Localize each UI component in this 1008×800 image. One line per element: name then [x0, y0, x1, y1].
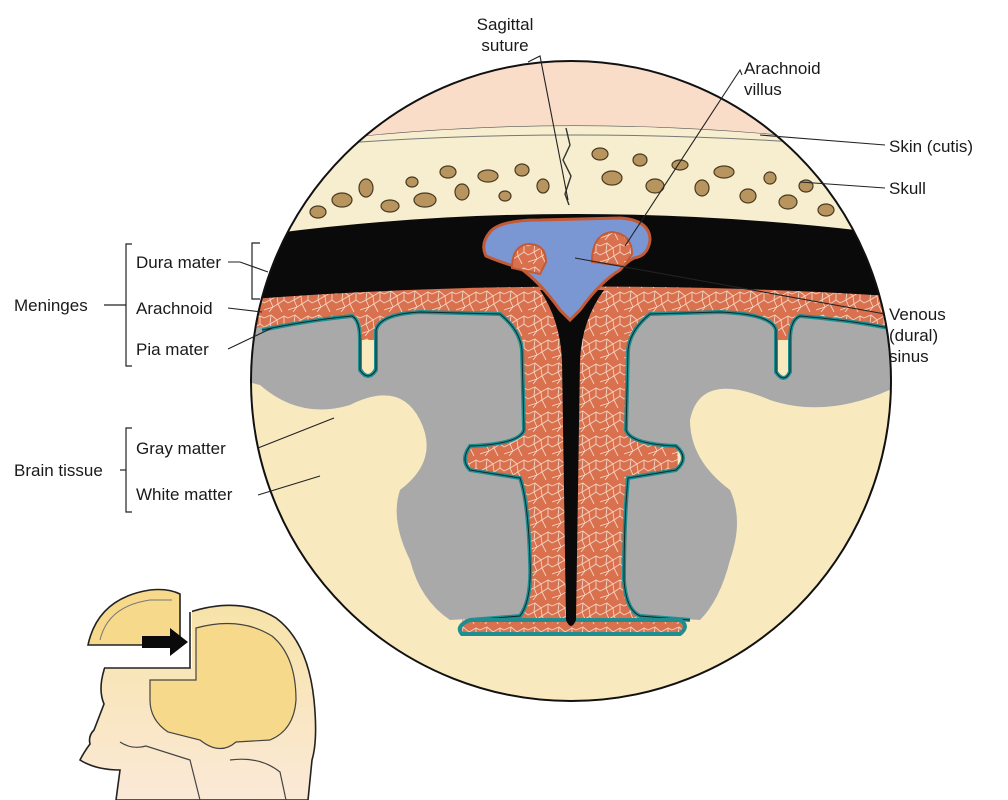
label-meninges: Meninges	[14, 295, 88, 316]
label-skull: Skull	[889, 178, 926, 199]
label-venous-sinus: Venous (dural) sinus	[889, 304, 946, 367]
label-pia-mater: Pia mater	[136, 339, 209, 360]
label-line: Arachnoid	[744, 58, 821, 79]
label-skin: Skin (cutis)	[889, 136, 973, 157]
label-line: (dural)	[889, 325, 946, 346]
label-white-matter: White matter	[136, 484, 232, 505]
label-brackets	[104, 243, 260, 512]
label-arachnoid-villus: Arachnoid villus	[744, 58, 821, 100]
label-dura-mater: Dura mater	[136, 252, 221, 273]
label-arachnoid: Arachnoid	[136, 298, 213, 319]
label-line: Sagittal	[470, 14, 540, 35]
label-gray-matter: Gray matter	[136, 438, 226, 459]
label-line: suture	[470, 35, 540, 56]
label-sagittal-suture: Sagittal suture	[470, 14, 540, 56]
label-brain-tissue: Brain tissue	[14, 460, 103, 481]
label-line: villus	[744, 79, 821, 100]
arachnoid-villus-left	[512, 244, 546, 274]
label-line: Venous	[889, 304, 946, 325]
head-inset	[80, 580, 316, 800]
label-line: sinus	[889, 346, 946, 367]
